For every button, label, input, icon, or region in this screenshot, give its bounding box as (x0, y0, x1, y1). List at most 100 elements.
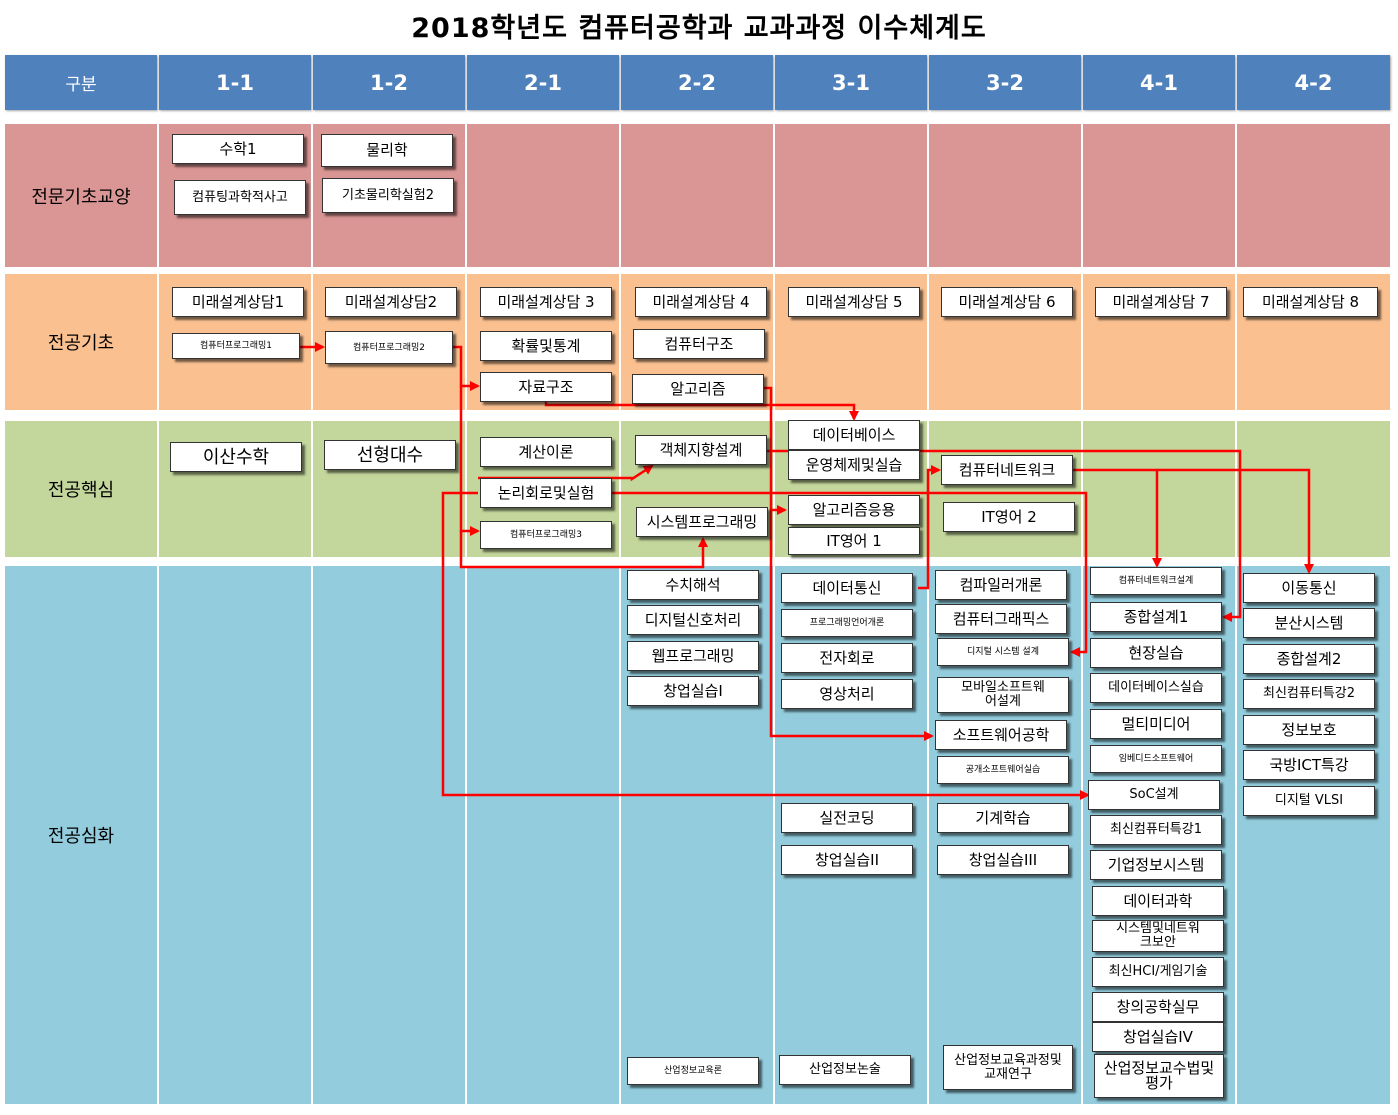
header-category: 구분 (5, 55, 157, 110)
course-startup1: 창업실습I (627, 676, 759, 706)
course-oop: 객체지향설계 (635, 435, 767, 465)
page-title: 2018학년도 컴퓨터공학과 교과과정 이수체계도 (411, 13, 987, 44)
course-enterprise-is: 기업정보시스템 (1090, 850, 1222, 880)
course-sys-net-security: 시스템및네트워 크보안 (1092, 920, 1224, 952)
course-field-practice: 현장실습 (1090, 638, 1222, 668)
course-design7: 미래설계상담 7 (1095, 287, 1227, 317)
course-linear-algebra: 선형대수 (324, 440, 456, 470)
row-cell (929, 421, 1081, 557)
row-cell (621, 124, 773, 267)
course-electronics: 전자회로 (781, 643, 913, 673)
course-design1: 미래설계상담1 (172, 287, 304, 317)
course-physics-lab2: 기초물리학실험2 (322, 178, 454, 213)
course-sw-eng: 소프트웨어공학 (935, 720, 1067, 750)
row-cell (467, 566, 619, 1104)
course-prob-stat: 확률및통계 (480, 331, 612, 361)
course-design2: 미래설계상담2 (325, 287, 457, 317)
course-net-design: 컴퓨터네트워크설계 (1090, 567, 1222, 595)
course-multimedia: 멀티미디어 (1090, 709, 1222, 739)
course-logic-circuit: 논리회로및실험 (480, 478, 612, 508)
course-math1: 수학1 (172, 134, 304, 164)
course-startup3: 창업실습III (937, 845, 1069, 875)
row-cell (1237, 124, 1390, 267)
course-defense-ict: 국방ICT특강 (1243, 750, 1375, 780)
row-cell (1083, 421, 1235, 557)
course-pl-intro: 프로그래밍언어개론 (781, 609, 913, 637)
course-data-struct: 자료구조 (480, 372, 612, 402)
course-discrete-math: 이산수학 (170, 442, 302, 472)
course-comp-arch: 컴퓨터구조 (633, 329, 765, 359)
course-it-english1: IT영어 1 (788, 527, 920, 555)
header-semester-2-1: 2-1 (467, 55, 619, 110)
course-mobile-comm: 이동통신 (1243, 573, 1375, 603)
row-label-basic: 전공기초 (47, 333, 115, 354)
row-label-foundation: 전문기초교양 (31, 186, 131, 208)
course-prog2: 컴퓨터프로그래밍2 (325, 331, 453, 364)
course-design4: 미래설계상담 4 (635, 287, 767, 317)
course-soc-design: SoC설계 (1088, 780, 1220, 810)
course-special-topics1: 최신컴퓨터특강1 (1090, 815, 1222, 845)
row-cell (1237, 421, 1390, 557)
course-compiler: 컴파일러개론 (935, 570, 1067, 600)
course-data-comm: 데이터통신 (781, 573, 913, 603)
course-ind-ed-intro: 산업정보교육론 (627, 1057, 759, 1085)
row-cell (1083, 124, 1235, 267)
course-dsp: 디지털신호처리 (627, 605, 759, 635)
row-foundation: 전문기초교양 (0, 124, 1393, 267)
course-physics: 물리학 (321, 134, 453, 167)
header-semester-4-2: 4-2 (1237, 55, 1390, 110)
course-startup4: 창업실습IV (1092, 1022, 1224, 1052)
row-cell (313, 566, 465, 1104)
header-semester-3-2: 3-2 (929, 55, 1081, 110)
row-cell (5, 421, 157, 557)
header-semester-1-2: 1-2 (313, 55, 465, 110)
course-creative-eng: 창의공학실무 (1092, 992, 1224, 1022)
course-graphics: 컴퓨터그래픽스 (935, 604, 1067, 634)
course-design8: 미래설계상담 8 (1243, 287, 1378, 317)
course-image-proc: 영상처리 (781, 679, 913, 709)
course-design6: 미래설계상담 6 (941, 287, 1073, 317)
course-design5: 미래설계상담 5 (788, 287, 920, 317)
course-algorithm: 알고리즘 (632, 374, 764, 404)
course-prog3: 컴퓨터프로그래밍3 (480, 521, 612, 549)
course-special-topics2: 최신컴퓨터특강2 (1243, 679, 1375, 709)
course-design3: 미래설계상담 3 (480, 287, 612, 317)
course-embedded-sw: 임베디드소프트웨어 (1090, 745, 1222, 773)
row-cell (929, 124, 1081, 267)
course-digital-vlsi: 디지털 VLSI (1243, 786, 1375, 816)
course-prog1: 컴퓨터프로그래밍1 (172, 333, 300, 359)
row-label-core: 전공핵심 (47, 480, 115, 501)
row-cell (5, 566, 157, 1104)
course-os-lab: 운영체제및실습 (788, 450, 920, 480)
course-it-english2: IT영어 2 (943, 502, 1075, 532)
header-semester-1-1: 1-1 (159, 55, 311, 110)
course-computing-thinking: 컴퓨팅과학적사고 (174, 180, 306, 215)
course-startup2: 창업실습II (781, 845, 913, 875)
course-info-security: 정보보호 (1243, 715, 1375, 745)
course-database: 데이터베이스 (788, 420, 920, 450)
course-sys-prog: 시스템프로그래밍 (636, 507, 768, 537)
course-machine-learning: 기계학습 (937, 803, 1069, 833)
course-distributed: 분산시스템 (1243, 608, 1375, 638)
row-label-advanced: 전공심화 (47, 826, 115, 847)
course-networks: 컴퓨터네트워크 (941, 455, 1073, 485)
course-open-sw: 공개소프트웨어실습 (937, 756, 1069, 784)
course-data-science: 데이터과학 (1092, 886, 1224, 916)
header-semester-3-1: 3-1 (775, 55, 927, 110)
course-ind-ed-curriculum: 산업정보교육과정및 교재연구 (943, 1045, 1073, 1090)
course-mobile-sw: 모바일소프트웨 어설계 (937, 677, 1069, 713)
course-numerical: 수치해석 (627, 570, 759, 600)
course-capstone1: 종합설계1 (1090, 602, 1222, 632)
course-ind-ed-logic: 산업정보논술 (779, 1055, 911, 1085)
row-cell (159, 566, 311, 1104)
row-cell (775, 124, 927, 267)
row-cell (467, 124, 619, 267)
course-ind-ed-methods: 산업정보교수법및 평가 (1094, 1054, 1224, 1098)
course-digital-sys: 디지털 시스템 설계 (937, 638, 1069, 666)
course-theory-comp: 계산이론 (480, 437, 612, 467)
course-capstone2: 종합설계2 (1243, 644, 1375, 674)
row-cell (5, 124, 157, 267)
course-algo-app: 알고리즘응용 (788, 495, 920, 525)
header-semester-4-1: 4-1 (1083, 55, 1235, 110)
course-db-lab: 데이터베이스실습 (1090, 673, 1222, 703)
